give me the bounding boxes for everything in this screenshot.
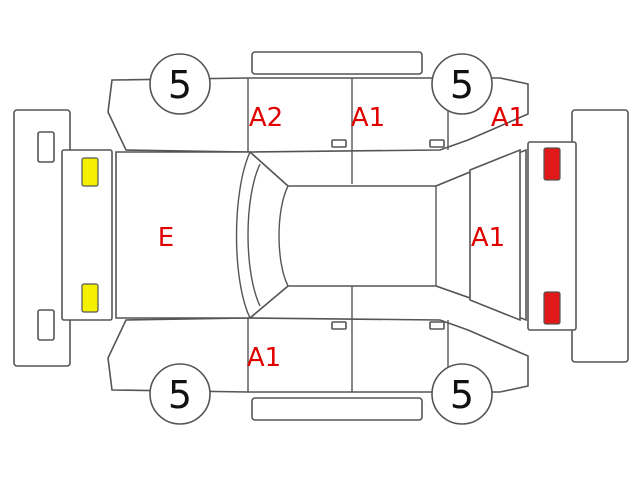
tire-rear-right: 5 bbox=[431, 363, 493, 425]
mark-left-rear-quarter: A1 bbox=[491, 103, 525, 133]
mark-front-bumper-hood: E bbox=[158, 223, 174, 253]
front-lamp-top bbox=[81, 157, 99, 187]
front-lamp-bottom bbox=[81, 283, 99, 313]
top-view-body bbox=[115, 148, 527, 322]
rear-lamp-top bbox=[543, 147, 561, 181]
tire-rear-left-value: 5 bbox=[450, 63, 474, 107]
mark-trunk: A1 bbox=[471, 223, 505, 253]
front-bumper bbox=[13, 109, 113, 367]
tire-rear-left: 5 bbox=[431, 53, 493, 115]
rear-lamp-bottom bbox=[543, 291, 561, 325]
mark-left-front-door: A2 bbox=[249, 103, 283, 133]
top-rail bbox=[251, 51, 423, 75]
mark-right-front-door: A1 bbox=[247, 343, 281, 373]
tire-front-left: 5 bbox=[149, 53, 211, 115]
tire-front-right: 5 bbox=[149, 363, 211, 425]
mark-left-rear-door: A1 bbox=[351, 103, 385, 133]
rear-bumper bbox=[527, 109, 629, 363]
tire-rear-right-value: 5 bbox=[450, 373, 474, 417]
bottom-rail bbox=[251, 397, 423, 421]
tire-front-right-value: 5 bbox=[168, 373, 192, 417]
tire-front-left-value: 5 bbox=[168, 63, 192, 107]
